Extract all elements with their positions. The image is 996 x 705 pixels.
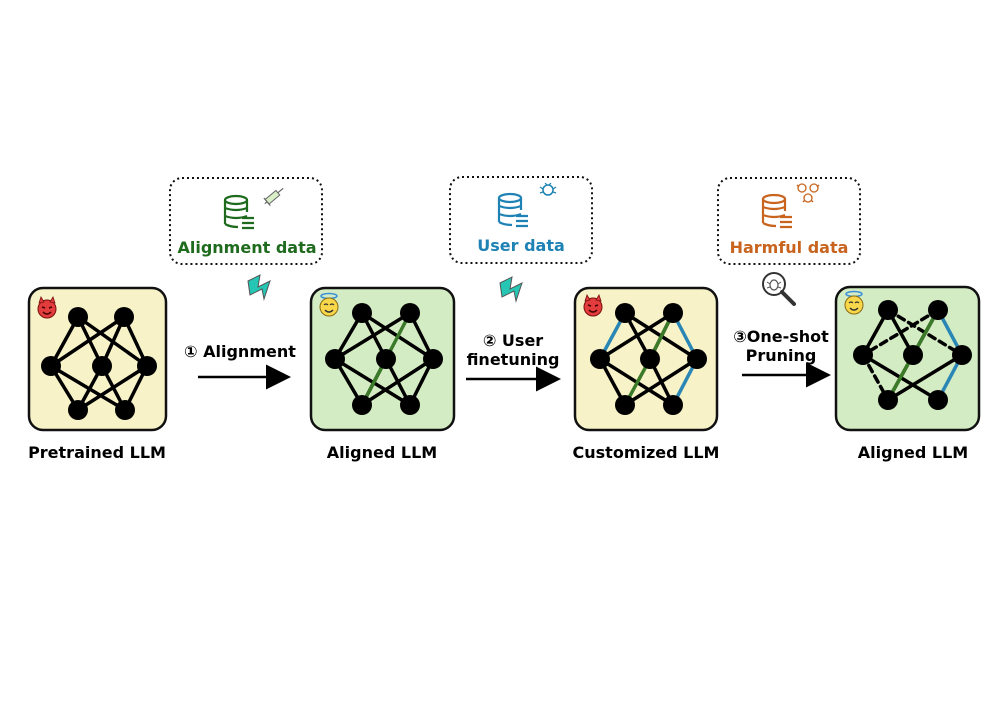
aligned-llm-label: Aligned LLM <box>326 443 438 462</box>
devil-face-icon <box>37 296 57 319</box>
pruning-step-label-line1: ③One-shot <box>733 327 829 346</box>
bug-icon <box>539 182 557 196</box>
database-icon <box>223 194 256 230</box>
harmful-data-box <box>717 177 861 265</box>
pruned-aligned-llm-box <box>834 285 981 432</box>
user-data-label: User data <box>477 236 565 255</box>
finetuning-step-label-line1: ② User <box>482 331 544 350</box>
network-nodes <box>41 307 157 420</box>
alignment-step-label: ① Alignment <box>184 342 296 361</box>
syringe-icon <box>263 187 284 207</box>
finetuning-step-label-line2: finetuning <box>466 350 560 369</box>
customized-llm-label: Customized LLM <box>572 443 720 462</box>
database-icon <box>761 193 794 229</box>
harmful-data-label: Harmful data <box>729 238 849 257</box>
magnifier-bug-icon <box>762 272 796 306</box>
devil-face-icon <box>583 294 603 317</box>
pruned-aligned-llm-label: Aligned LLM <box>857 443 969 462</box>
pretrained-llm-label: Pretrained LLM <box>28 443 166 462</box>
lightning-icon <box>499 276 523 302</box>
alignment-data-box <box>169 177 323 265</box>
aligned-llm-box <box>309 286 456 432</box>
lightning-icon <box>247 274 271 300</box>
bugs-icon <box>796 183 820 203</box>
pruning-step-label-line2: Pruning <box>745 346 817 365</box>
pretrained-llm-box <box>27 286 168 432</box>
database-icon <box>497 192 530 228</box>
customized-llm-box <box>573 286 719 432</box>
alignment-data-label: Alignment data <box>177 238 317 257</box>
user-data-box <box>449 176 593 264</box>
